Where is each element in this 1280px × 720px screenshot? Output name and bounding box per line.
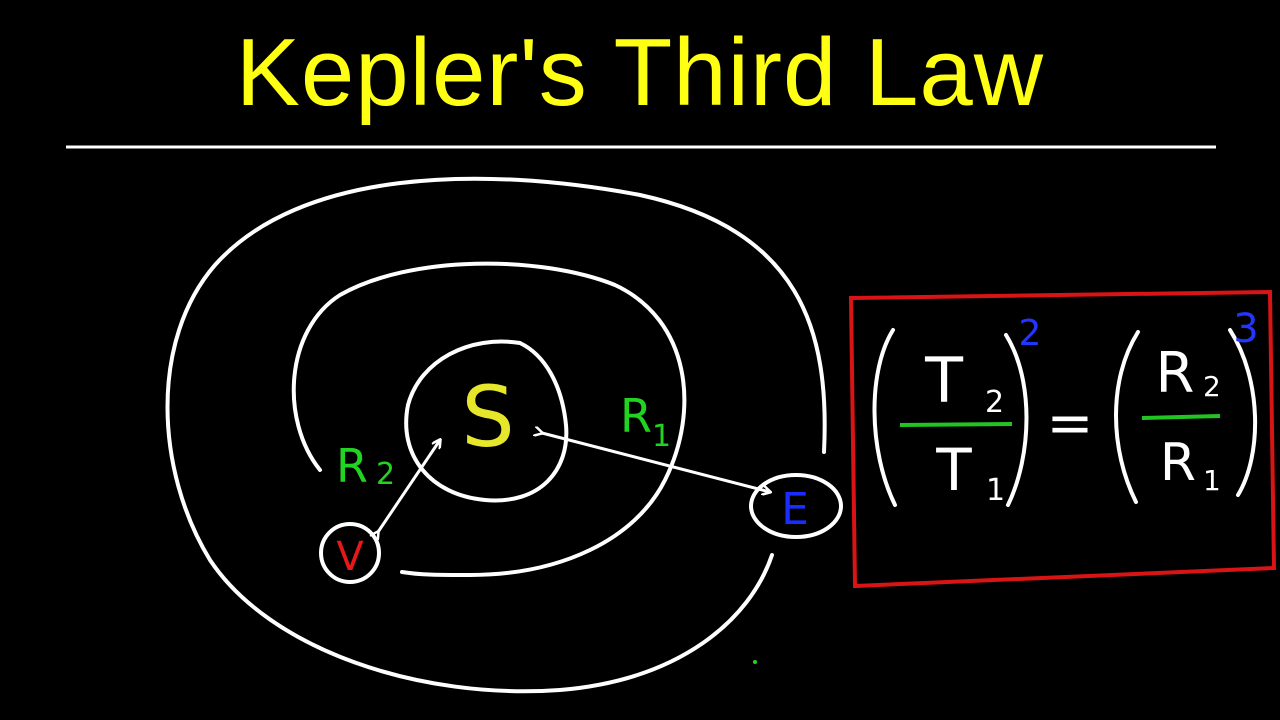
t-numerator: T [924,344,964,417]
r-numerator-subscript: 2 [1203,370,1221,403]
sun-circle [404,339,569,503]
right-paren-open [1114,330,1140,504]
r-denominator: R [1160,433,1196,493]
r-fraction-bar [1141,414,1221,420]
r2-label: R [336,439,368,493]
r1-label: R [620,389,652,443]
formula-box [848,289,1277,589]
earth-orbit [165,176,827,694]
r-numerator: R [1156,341,1195,406]
r1-subscript: 1 [652,419,671,454]
r1-arrow [542,433,770,492]
stray-dot [753,660,757,664]
t-exponent: 2 [1019,313,1042,354]
t-denominator-subscript: 1 [986,473,1005,508]
page-title: Kepler's Third Law [235,19,1045,126]
r-denominator-subscript: 1 [1203,464,1221,497]
sun-label: S [461,368,514,466]
t-fraction-bar [899,422,1013,427]
earth-circle [749,473,843,539]
r-exponent: 3 [1233,306,1258,352]
earth-label: E [781,484,809,535]
venus-orbit [291,261,687,578]
left-paren-open [872,328,897,507]
venus-circle [319,522,381,584]
r2-subscript: 2 [376,457,395,492]
venus-label: V [336,534,364,580]
right-paren-close [1228,328,1258,497]
equals-sign: = [1047,391,1094,456]
t-denominator: T [935,436,972,504]
r2-arrow [378,440,440,532]
left-paren-close [1004,333,1029,507]
t-numerator-subscript: 2 [985,385,1004,420]
